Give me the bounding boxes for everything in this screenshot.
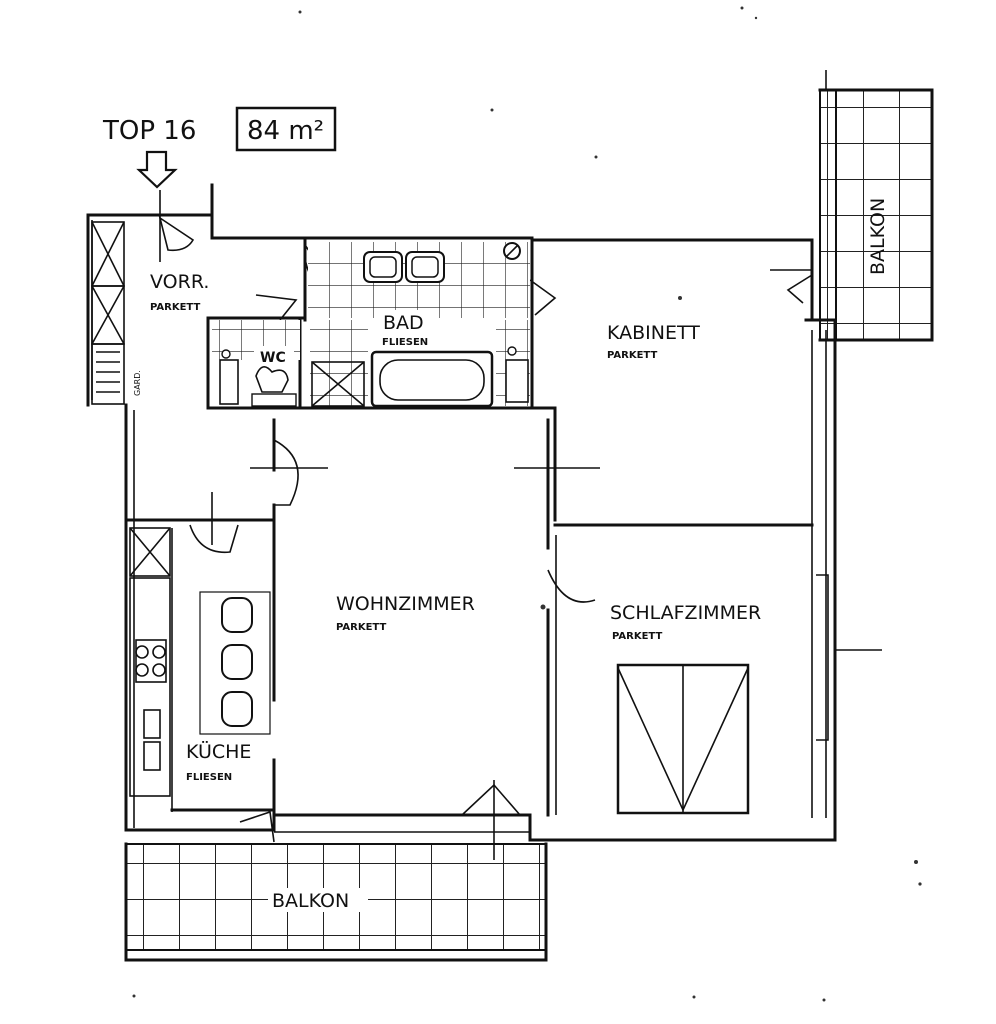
room-kabinett-label: KABINETT <box>607 322 700 344</box>
scan-noise <box>132 6 922 1002</box>
interior-walls <box>91 221 814 817</box>
doors <box>158 190 882 860</box>
room-vorraum-floor: PARKETT <box>150 302 200 313</box>
room-wohnzimmer-label: WOHNZIMMER <box>336 593 475 615</box>
balcony-south-label: BALKON <box>272 890 349 912</box>
area-label: 84 m² <box>247 116 324 146</box>
balcony-east <box>818 70 934 342</box>
room-schlafzimmer-label: SCHLAFZIMMER <box>610 602 761 624</box>
room-vorraum-label: VORR. <box>150 271 209 293</box>
kitchen-fixtures <box>129 577 271 797</box>
room-kueche-label: KÜCHE <box>186 740 251 763</box>
wardrobe-tag: GARD. <box>133 370 142 396</box>
bathroom-fixtures <box>219 242 529 408</box>
entrance-arrow-icon <box>136 150 178 189</box>
unit-label: TOP 16 <box>102 116 196 146</box>
room-bad-floor: FLIESEN <box>382 337 428 348</box>
room-wc-label: WC <box>260 350 286 366</box>
area-box <box>235 106 337 152</box>
bedroom-wardrobe <box>616 663 750 815</box>
room-kabinett-floor: PARKETT <box>607 350 657 361</box>
balcony-east-label: BALKON <box>867 198 889 275</box>
room-wohnzimmer-floor: PARKETT <box>336 622 386 633</box>
room-kueche-floor: FLIESEN <box>186 772 232 783</box>
room-schlafzimmer-floor: PARKETT <box>612 631 662 642</box>
room-bad-label: BAD <box>383 312 424 334</box>
